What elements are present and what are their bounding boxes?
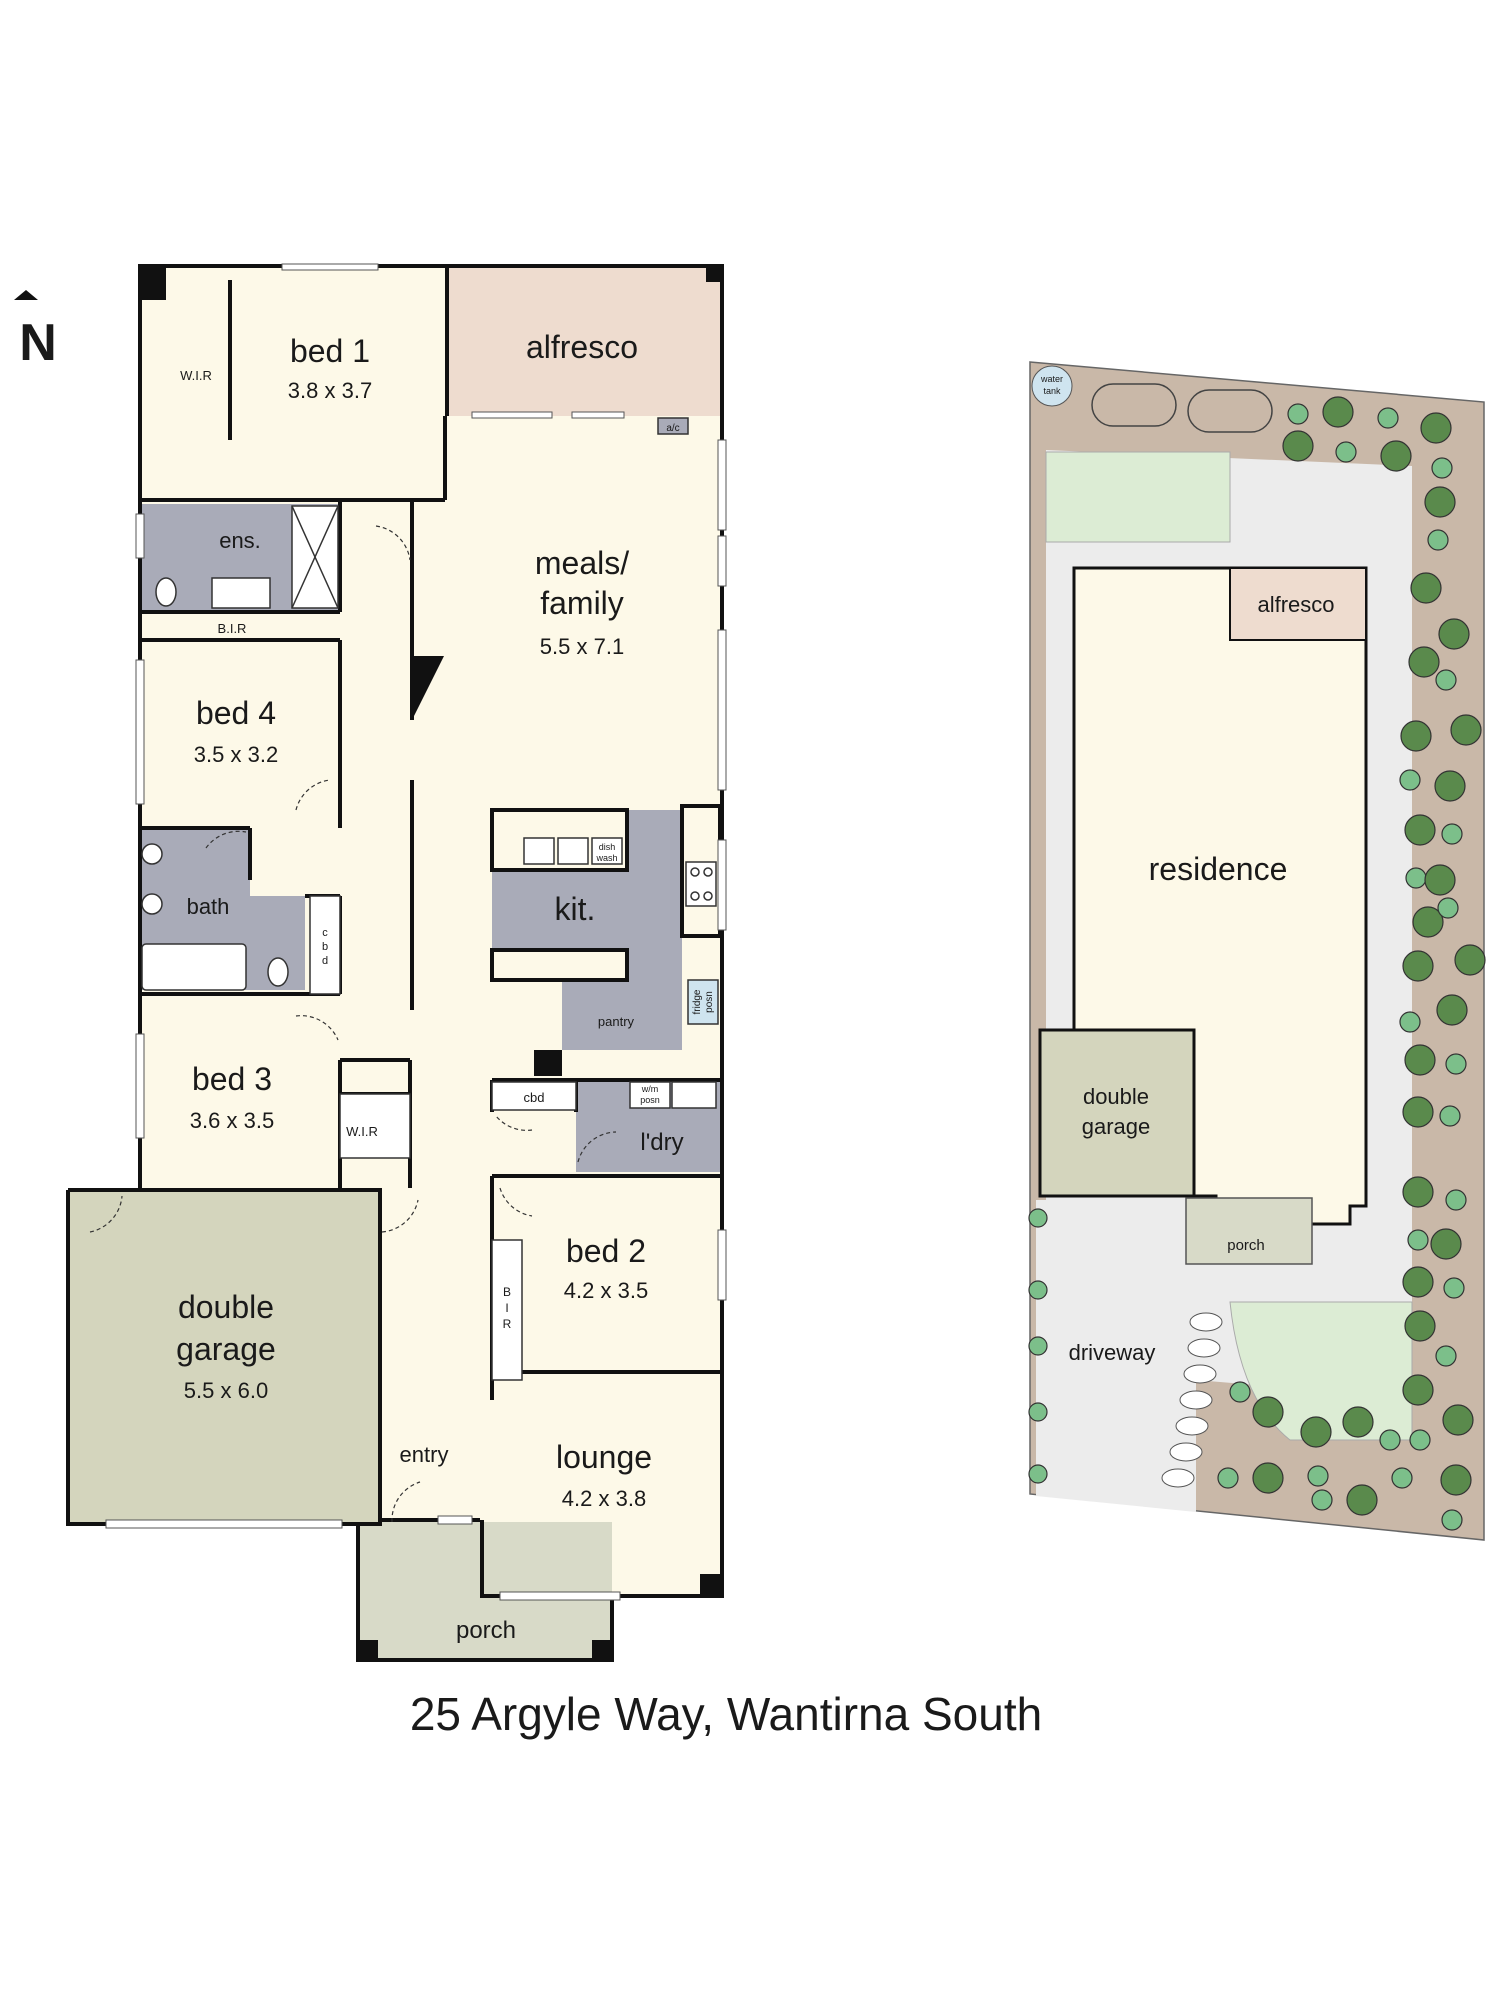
bed4-name: bed 4 (196, 695, 276, 731)
basin-icon-2 (141, 893, 163, 915)
north-label: N (19, 314, 57, 372)
site-ellipse-2 (1187, 389, 1273, 433)
site-porch (1185, 1197, 1313, 1265)
wir2-name: W.I.R (346, 1124, 378, 1139)
wm-label-1: w/m (641, 1084, 659, 1094)
bath-tub-icon (141, 943, 247, 991)
fixtures (141, 417, 719, 1381)
bed3-name: bed 3 (192, 1061, 272, 1097)
bed1-name: bed 1 (290, 333, 370, 369)
site-alfresco (1229, 567, 1367, 641)
alfresco-area (447, 266, 722, 416)
site-porch-label: porch (1227, 1237, 1265, 1254)
driveway (1036, 1200, 1196, 1512)
cbd1-c: c (322, 927, 328, 939)
site-garage-label-1: double (1083, 1084, 1149, 1109)
lounge-name: lounge (556, 1439, 652, 1475)
porch-name: porch (456, 1617, 516, 1644)
wir2-box (339, 1093, 411, 1159)
dishwasher-icon (591, 837, 623, 865)
floor-plan: bed 1 3.8 x 3.7 alfresco W.I.R ens. B.I.… (66, 263, 727, 1662)
bir2-b: B (503, 1285, 511, 1299)
bir2-i: I (505, 1301, 508, 1315)
site-driveway-label: driveway (1069, 1340, 1156, 1365)
cooktop-icon (685, 861, 717, 907)
shrubs (1028, 396, 1486, 1531)
meals-dims: 5.5 x 7.1 (540, 634, 624, 659)
ac-label: a/c (666, 423, 679, 434)
porch-area (358, 1522, 612, 1660)
ac-unit-icon (657, 417, 689, 435)
bed2-dims: 4.2 x 3.5 (564, 1278, 648, 1303)
entry-name: entry (400, 1442, 449, 1467)
wm-label-2: posn (640, 1095, 660, 1105)
lounge-dims: 4.2 x 3.8 (562, 1486, 646, 1511)
address-title: 25 Argyle Way, Wantirna South (410, 1688, 1042, 1740)
toilet-icon-2 (267, 957, 289, 987)
garage-dims: 5.5 x 6.0 (184, 1378, 268, 1403)
sink-icon-2 (557, 837, 589, 865)
bed2-name: bed 2 (566, 1233, 646, 1269)
garage-name-2: garage (176, 1331, 276, 1367)
water-tank-label-2: tank (1043, 386, 1061, 396)
windows (105, 263, 727, 1601)
doors (89, 525, 617, 1523)
posts (140, 266, 722, 1660)
room-labels: bed 1 3.8 x 3.7 alfresco W.I.R ens. B.I.… (176, 329, 715, 1644)
site-residence-label: residence (1149, 851, 1288, 887)
water-tank-label-1: water (1040, 374, 1063, 384)
site-alfresco-label: alfresco (1257, 592, 1334, 617)
dishwasher-label-2: wash (595, 853, 617, 863)
fridge-label-1: fridge (692, 989, 703, 1014)
water-tank-icon (1031, 365, 1073, 407)
cbd1-b: b (322, 941, 328, 953)
toilet-icon (155, 577, 177, 607)
stepping-stones (1161, 1312, 1223, 1488)
laundry-name: l'dry (640, 1129, 683, 1156)
sink-icon (523, 837, 555, 865)
bir1-name: B.I.R (218, 621, 247, 636)
pantry-name: pantry (598, 1014, 635, 1029)
garage-area (68, 1188, 380, 1524)
site-lawn-top (1045, 451, 1231, 543)
bath-name: bath (187, 894, 230, 919)
cbd2-box (491, 1081, 577, 1111)
meals-name-2: family (540, 585, 624, 621)
alfresco-name: alfresco (526, 329, 638, 365)
north-arrow: N (14, 290, 57, 372)
bir2-box (491, 1239, 523, 1381)
cbd1-d: d (322, 955, 328, 967)
bed1-dims: 3.8 x 3.7 (288, 378, 372, 403)
site-plan: water tank alfresco residence double gar… (1028, 361, 1486, 1541)
kitchen-name: kit. (555, 891, 596, 927)
meals-name-1: meals/ (535, 545, 629, 581)
bed3-dims: 3.6 x 3.5 (190, 1108, 274, 1133)
garage-name-1: double (178, 1289, 274, 1325)
site-garage (1038, 1028, 1196, 1198)
site-ellipse-1 (1091, 383, 1177, 427)
cbd1-box (309, 895, 341, 995)
bir2-r: R (503, 1317, 512, 1331)
dishwasher-label-1: dish (599, 842, 616, 852)
cbd2-name: cbd (524, 1090, 545, 1105)
wir1-name: W.I.R (180, 368, 212, 383)
fridge-icon (687, 979, 719, 1025)
ensuite-name: ens. (219, 528, 261, 553)
bed4-dims: 3.5 x 3.2 (194, 742, 278, 767)
basin-icon (141, 843, 163, 865)
washing-machine-icon (629, 1081, 671, 1109)
ensuite-vanity-icon (211, 577, 271, 609)
site-garage-label-2: garage (1082, 1114, 1151, 1139)
north-arrow-icon (14, 290, 38, 300)
trough-icon (671, 1081, 717, 1109)
fridge-label-2: posn (704, 991, 715, 1013)
